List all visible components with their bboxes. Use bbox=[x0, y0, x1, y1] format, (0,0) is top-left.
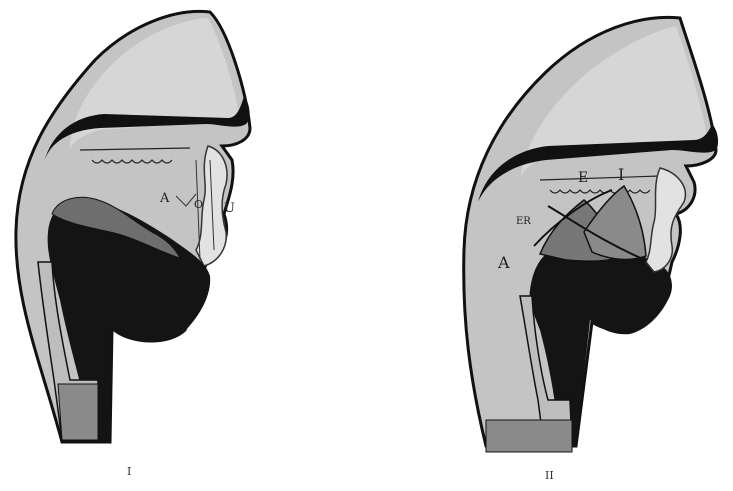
figure-1-label-u: U bbox=[224, 201, 235, 216]
figure-2-label-e: E bbox=[578, 170, 588, 186]
figure-1-sagittal-section: A O U bbox=[16, 11, 250, 442]
figure-1-number: I bbox=[127, 465, 131, 478]
figure-1-larynx bbox=[58, 384, 98, 440]
figure-2-sagittal-section: E I ER A bbox=[464, 17, 718, 452]
figure-2-number: II bbox=[545, 469, 554, 482]
figure-2-larynx bbox=[486, 420, 572, 452]
figure-1-label-o: O bbox=[194, 198, 203, 211]
figure-2-label-a: A bbox=[497, 253, 510, 272]
figure-2-label-er: ER bbox=[516, 216, 531, 227]
figure-2-label-i: I bbox=[618, 165, 624, 184]
figure-1-label-a: A bbox=[159, 191, 170, 206]
